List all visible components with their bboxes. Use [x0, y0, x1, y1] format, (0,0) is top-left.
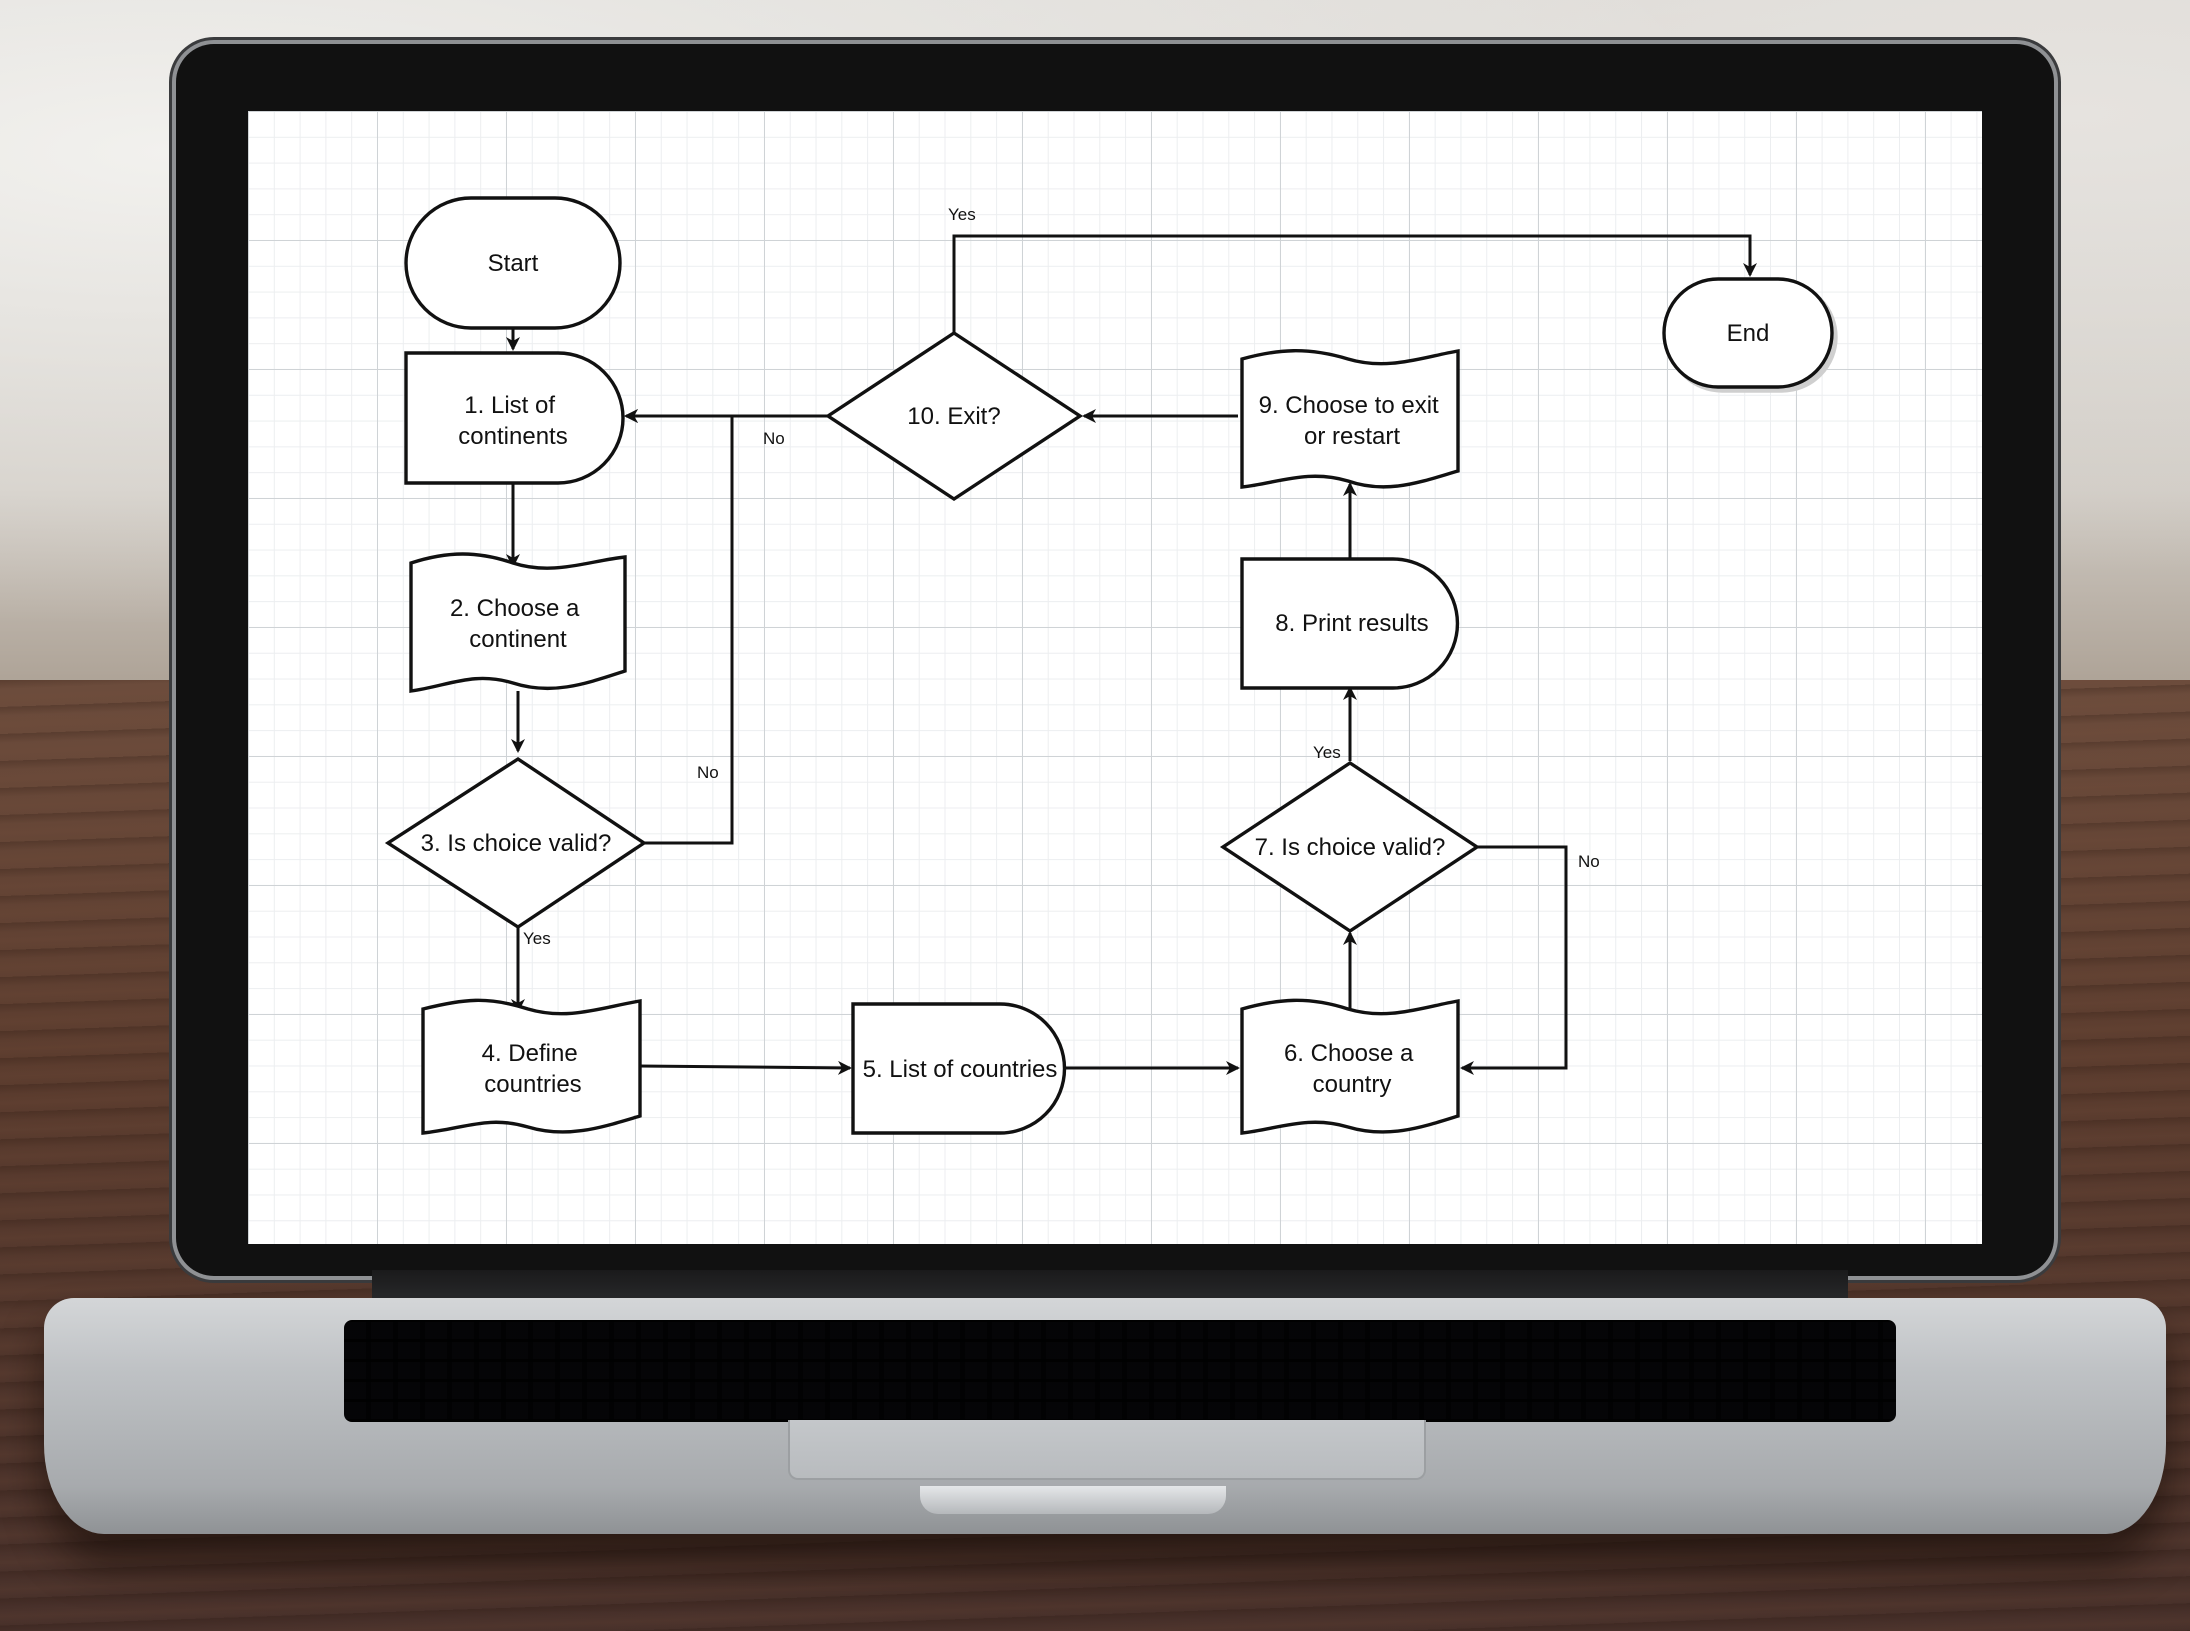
node-6-line2: country — [1313, 1071, 1392, 1098]
node-start[interactable]: Start — [404, 196, 622, 330]
node-4-label: 4. Define countries — [482, 1040, 585, 1098]
node-6-label: 6. Choose a country — [1284, 1040, 1420, 1098]
node-6-line1: 6. Choose a — [1284, 1040, 1414, 1067]
node-list-countries[interactable]: 5. List of countries — [851, 1002, 1067, 1135]
node-end-label: End — [1727, 320, 1770, 347]
node-exit-or-restart[interactable]: 9. Choose to exit or restart — [1240, 348, 1460, 489]
node-end[interactable]: End — [1662, 277, 1834, 389]
node-9-line2: or restart — [1304, 423, 1400, 450]
edge-n4-n5 — [637, 1060, 852, 1075]
edge-label-exit-yes: Yes — [948, 205, 976, 224]
edge-label-valid3-yes: Yes — [523, 929, 551, 948]
node-8-label: 8. Print results — [1275, 610, 1428, 637]
node-1-line1: 1. List of — [464, 392, 555, 419]
lid-opening-notch — [920, 1486, 1226, 1514]
node-4-line2: countries — [484, 1071, 581, 1098]
node-7-label: 7. Is choice valid? — [1255, 834, 1446, 861]
node-3-label: 3. Is choice valid? — [421, 830, 612, 857]
node-print-results[interactable]: 8. Print results — [1240, 557, 1460, 690]
laptop-base — [44, 1298, 2166, 1534]
node-choose-country[interactable]: 6. Choose a country — [1240, 998, 1460, 1135]
node-1-line2: continents — [458, 423, 567, 450]
node-9-label: 9. Choose to exit or restart — [1259, 392, 1446, 450]
edge-n10-end-yes — [952, 234, 1757, 333]
node-valid-continent[interactable]: 3. Is choice valid? — [384, 756, 648, 930]
node-list-continents[interactable]: 1. List of continents — [404, 351, 625, 485]
edge-label-valid7-no: No — [1578, 852, 1600, 871]
node-choose-continent[interactable]: 2. Choose a continent — [409, 552, 627, 693]
edge-label-valid7-yes: Yes — [1313, 743, 1341, 762]
node-2-label: 2. Choose a continent — [450, 595, 586, 653]
edge-label-valid3-no: No — [697, 763, 719, 782]
laptop-lid: Yes No No Yes Yes No Start End 1. List o… — [176, 44, 2054, 1276]
node-9-line1: 9. Choose to exit — [1259, 392, 1439, 419]
edge-n7-n6-no — [1460, 845, 1568, 1075]
node-4-line1: 4. Define — [482, 1040, 578, 1067]
node-define-countries[interactable]: 4. Define countries — [421, 998, 642, 1135]
edge-label-exit-no: No — [763, 429, 785, 448]
node-1-label: 1. List of continents — [458, 392, 567, 450]
node-valid-country[interactable]: 7. Is choice valid? — [1219, 760, 1481, 934]
node-start-label: Start — [488, 250, 539, 277]
node-10-label: 10. Exit? — [907, 403, 1000, 430]
trackpad — [788, 1420, 1426, 1480]
node-exit[interactable]: 10. Exit? — [824, 330, 1084, 502]
keyboard — [344, 1320, 1896, 1422]
node-5-label: 5. List of countries — [863, 1056, 1058, 1083]
node-2-line1: 2. Choose a — [450, 595, 580, 622]
node-2-line2: continent — [469, 626, 567, 653]
flowchart: Yes No No Yes Yes No Start End 1. List o… — [384, 196, 1834, 1135]
diagram-canvas[interactable]: Yes No No Yes Yes No Start End 1. List o… — [248, 111, 1982, 1244]
